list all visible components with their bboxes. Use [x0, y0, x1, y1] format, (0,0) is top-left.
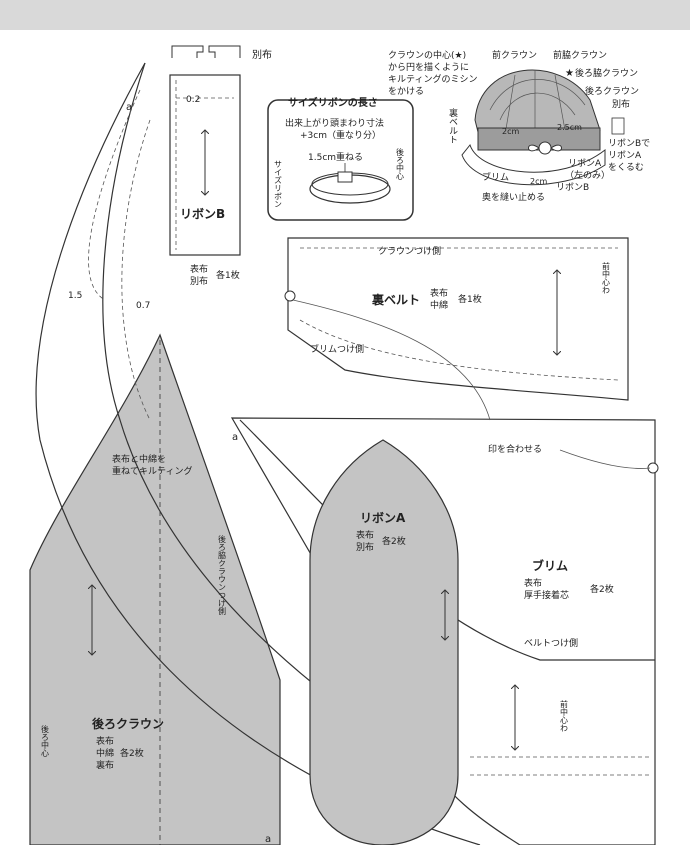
back-crown-label-hat: 後ろクラウン — [585, 85, 639, 97]
hat-brim — [461, 143, 606, 186]
match-marks-connector-2 — [559, 449, 651, 469]
brim-side-label: ブリムつけ側 — [310, 343, 364, 355]
inner-belt-seam — [299, 247, 619, 381]
inner-belt-notch — [284, 290, 296, 302]
hat-separate-fabric: 別布 — [612, 98, 630, 110]
front-crown-label: 前クラウン — [492, 49, 537, 61]
inner-belt-title: 裏ベルト — [371, 292, 420, 307]
back-center-label: 後ろ中心 — [41, 724, 50, 757]
back-crown-count: 各2枚 — [120, 747, 144, 759]
a-mark-brim: a — [232, 432, 238, 443]
crown-side-label: クラウンつけ側 — [378, 245, 441, 257]
hat-ribbon-b-label: リボンB — [556, 182, 589, 193]
size-ribbon-box — [267, 99, 414, 221]
top-band — [0, 0, 690, 30]
quilt-note-2: 重ねてキルティング — [112, 465, 192, 477]
belt-side-label: ベルトつけ側 — [524, 637, 578, 649]
ribbon-a-material-2: 別布 — [356, 541, 374, 553]
front-side-crown-label: 前脇クラウン — [553, 49, 607, 61]
hat-star-icon: ★ — [565, 68, 574, 79]
ribbon-a-piece — [309, 439, 459, 845]
separate-fabric-label: 別布 — [252, 49, 272, 61]
size-ribbon-back-center: 後ろ中心 — [396, 147, 405, 180]
brim-count: 各2枚 — [590, 583, 614, 595]
brim-material-1: 表布 — [524, 577, 542, 589]
size-ribbon-side-label: サイズリボン — [274, 160, 283, 208]
back-crown-material-2: 中綿 — [96, 747, 114, 759]
ribbon-a-count: 各2枚 — [382, 535, 406, 547]
hat-label-tag — [611, 117, 625, 135]
ribbon-b-material-1: 表布 — [190, 263, 208, 275]
hat-quilt-lines — [489, 70, 586, 136]
seam-line-15 — [88, 89, 141, 301]
hat-crown — [474, 69, 601, 141]
a-mark-top: a — [126, 102, 132, 113]
seam-02-label: 0.2 — [186, 95, 200, 105]
crown-center-note-1: クラウンの中心(★) — [388, 49, 466, 61]
ribbon-a-title: リボンA — [360, 510, 406, 525]
crown-center-note-3: キルティングのミシン — [388, 73, 477, 85]
crown-center-note-4: をかける — [388, 86, 424, 97]
ribbon-a-left-1: リボンA — [568, 158, 602, 169]
size-ribbon-heading: サイズリボンの長さ — [288, 96, 378, 109]
curved-lining-piece — [35, 62, 481, 845]
brim-title: ブリム — [532, 558, 568, 573]
hat-dim-25cm: 2.5cm — [557, 123, 582, 132]
back-crown-material-1: 表布 — [96, 735, 114, 747]
brim-material-2: 厚手接着芯 — [524, 589, 569, 601]
curved-lining-inner — [102, 62, 421, 761]
back-side-crown-attach: 後ろ脇クラウンつけ側 — [218, 534, 227, 615]
brim-front-center: 前中心わ — [560, 699, 569, 732]
hat-dim-2cm-a: 2cm — [502, 127, 519, 136]
ribbon-b-count: 各1枚 — [216, 269, 240, 281]
hat-band — [477, 127, 601, 151]
back-side-crown-label: 後ろ脇クラウン — [575, 67, 638, 79]
ribbon-a-left-2: （左のみ） — [565, 169, 610, 181]
hat-dim-2cm-b: 2cm — [530, 177, 547, 186]
quilt-note-1: 表布と中綿を — [112, 453, 166, 465]
back-crown-material-3: 裏布 — [96, 759, 114, 771]
ribbon-b-wrap-1: リボンBで — [608, 138, 650, 149]
sew-back-label: 奥を縫い止める — [482, 191, 545, 203]
inner-belt-count: 各1枚 — [458, 293, 482, 305]
inner-belt-front-center: 前中心わ — [602, 261, 611, 294]
inner-belt-material-2: 中綿 — [430, 299, 448, 311]
size-ribbon-overlap — [337, 171, 353, 183]
ribbon-a-material-1: 表布 — [356, 529, 374, 541]
inner-belt-material-1: 表布 — [430, 287, 448, 299]
size-ribbon-overlap-label: 1.5cm重ねる — [308, 151, 363, 163]
size-ribbon-line1: 出来上がり頭まわり寸法 — [285, 117, 384, 129]
ribbon-b-fold-icon — [171, 45, 241, 58]
hat-inner-belt-label: 裏ベルト — [447, 107, 458, 144]
ribbon-b-wrap-2: リボンA — [608, 150, 642, 161]
crown-center-note-2: から円を描くように — [388, 61, 469, 73]
hat-bow-icon — [538, 141, 552, 155]
ribbon-b-material-2: 別布 — [190, 275, 208, 287]
seam-07-label: 0.7 — [136, 301, 150, 311]
inner-belt-piece — [287, 237, 629, 401]
size-ribbon-line2: +3cm（重なり分） — [300, 129, 381, 141]
back-crown-piece — [29, 333, 281, 845]
match-marks-label: 印を合わせる — [488, 443, 542, 455]
match-marks-connector — [292, 299, 491, 421]
ribbon-b-title: リボンB — [180, 206, 225, 221]
seam-15-label: 1.5 — [68, 291, 82, 301]
a-mark-bottom: a — [265, 834, 271, 845]
hat-bow-loops — [528, 144, 562, 152]
back-crown-title: 後ろクラウン — [92, 716, 164, 731]
ribbon-b-wrap-3: をくるむ — [608, 162, 644, 173]
hat-brim-label: ブリム — [482, 171, 509, 183]
